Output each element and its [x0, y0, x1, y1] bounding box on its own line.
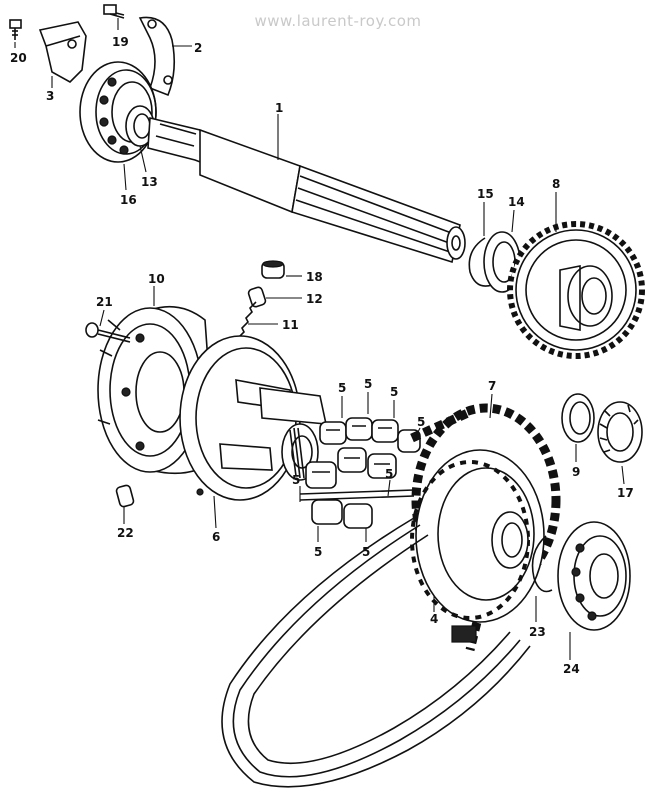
- cap-18: [261, 260, 285, 279]
- part-label-2: 2: [194, 41, 202, 55]
- part-label-5g: 5: [314, 545, 322, 559]
- part-label-10: 10: [148, 272, 165, 286]
- circlip-23: [531, 535, 553, 593]
- part-label-17: 17: [617, 486, 634, 500]
- part-label-19: 19: [112, 35, 129, 49]
- part-label-23: 23: [529, 625, 546, 639]
- part-label-1: 1: [275, 101, 283, 115]
- part-label-5h: 5: [362, 545, 370, 559]
- bolt-20: [9, 19, 22, 40]
- part-label-5a: 5: [338, 381, 346, 395]
- part-label-4: 4: [430, 612, 438, 626]
- washer-9: [561, 393, 595, 443]
- main-shaft-1: [147, 117, 466, 264]
- spring-11: [237, 301, 257, 339]
- part-label-22: 22: [117, 526, 134, 540]
- bolt-21: [85, 322, 131, 343]
- retainer-plate-2: [138, 16, 176, 97]
- part-label-20: 20: [10, 51, 27, 65]
- leader-lines: [14, 18, 625, 660]
- part-labels: 20 19 2 3 1 13 16 15 14 8 18 12 11 10 21…: [10, 35, 634, 676]
- bolt-19: [103, 4, 125, 19]
- part-label-18: 18: [306, 270, 323, 284]
- part-label-3: 3: [46, 89, 54, 103]
- bracket-3: [38, 21, 87, 83]
- part-label-6: 6: [212, 530, 220, 544]
- part-label-5c: 5: [390, 385, 398, 399]
- circlip-15: [468, 237, 493, 287]
- part-label-9: 9: [572, 465, 580, 479]
- needle-bearing-17: [597, 401, 643, 463]
- pin-22: [115, 484, 135, 508]
- clutch-weights-5: [299, 417, 421, 529]
- part-label-15: 15: [477, 187, 494, 201]
- part-label-12: 12: [306, 292, 323, 306]
- part-label-24: 24: [563, 662, 580, 676]
- pin-12: [247, 286, 267, 308]
- part-label-5b: 5: [364, 377, 372, 391]
- part-label-11: 11: [282, 318, 299, 332]
- clutch-plate-6: [179, 335, 328, 501]
- part-label-8: 8: [552, 177, 560, 191]
- ball-bearing-24: [557, 521, 631, 631]
- clutch-hub-4: [410, 449, 545, 643]
- driven-gear-8: [507, 221, 645, 359]
- part-label-5e: 5: [292, 473, 300, 487]
- part-label-7: 7: [488, 379, 496, 393]
- watermark: www.laurent-roy.com: [255, 12, 422, 30]
- part-label-5d: 5: [417, 415, 425, 429]
- part-label-13: 13: [141, 175, 158, 189]
- drive-belt: [221, 517, 531, 788]
- part-label-5f: 5: [385, 467, 393, 481]
- part-label-21: 21: [96, 295, 113, 309]
- part-label-14: 14: [508, 195, 525, 209]
- part-label-16: 16: [120, 193, 137, 207]
